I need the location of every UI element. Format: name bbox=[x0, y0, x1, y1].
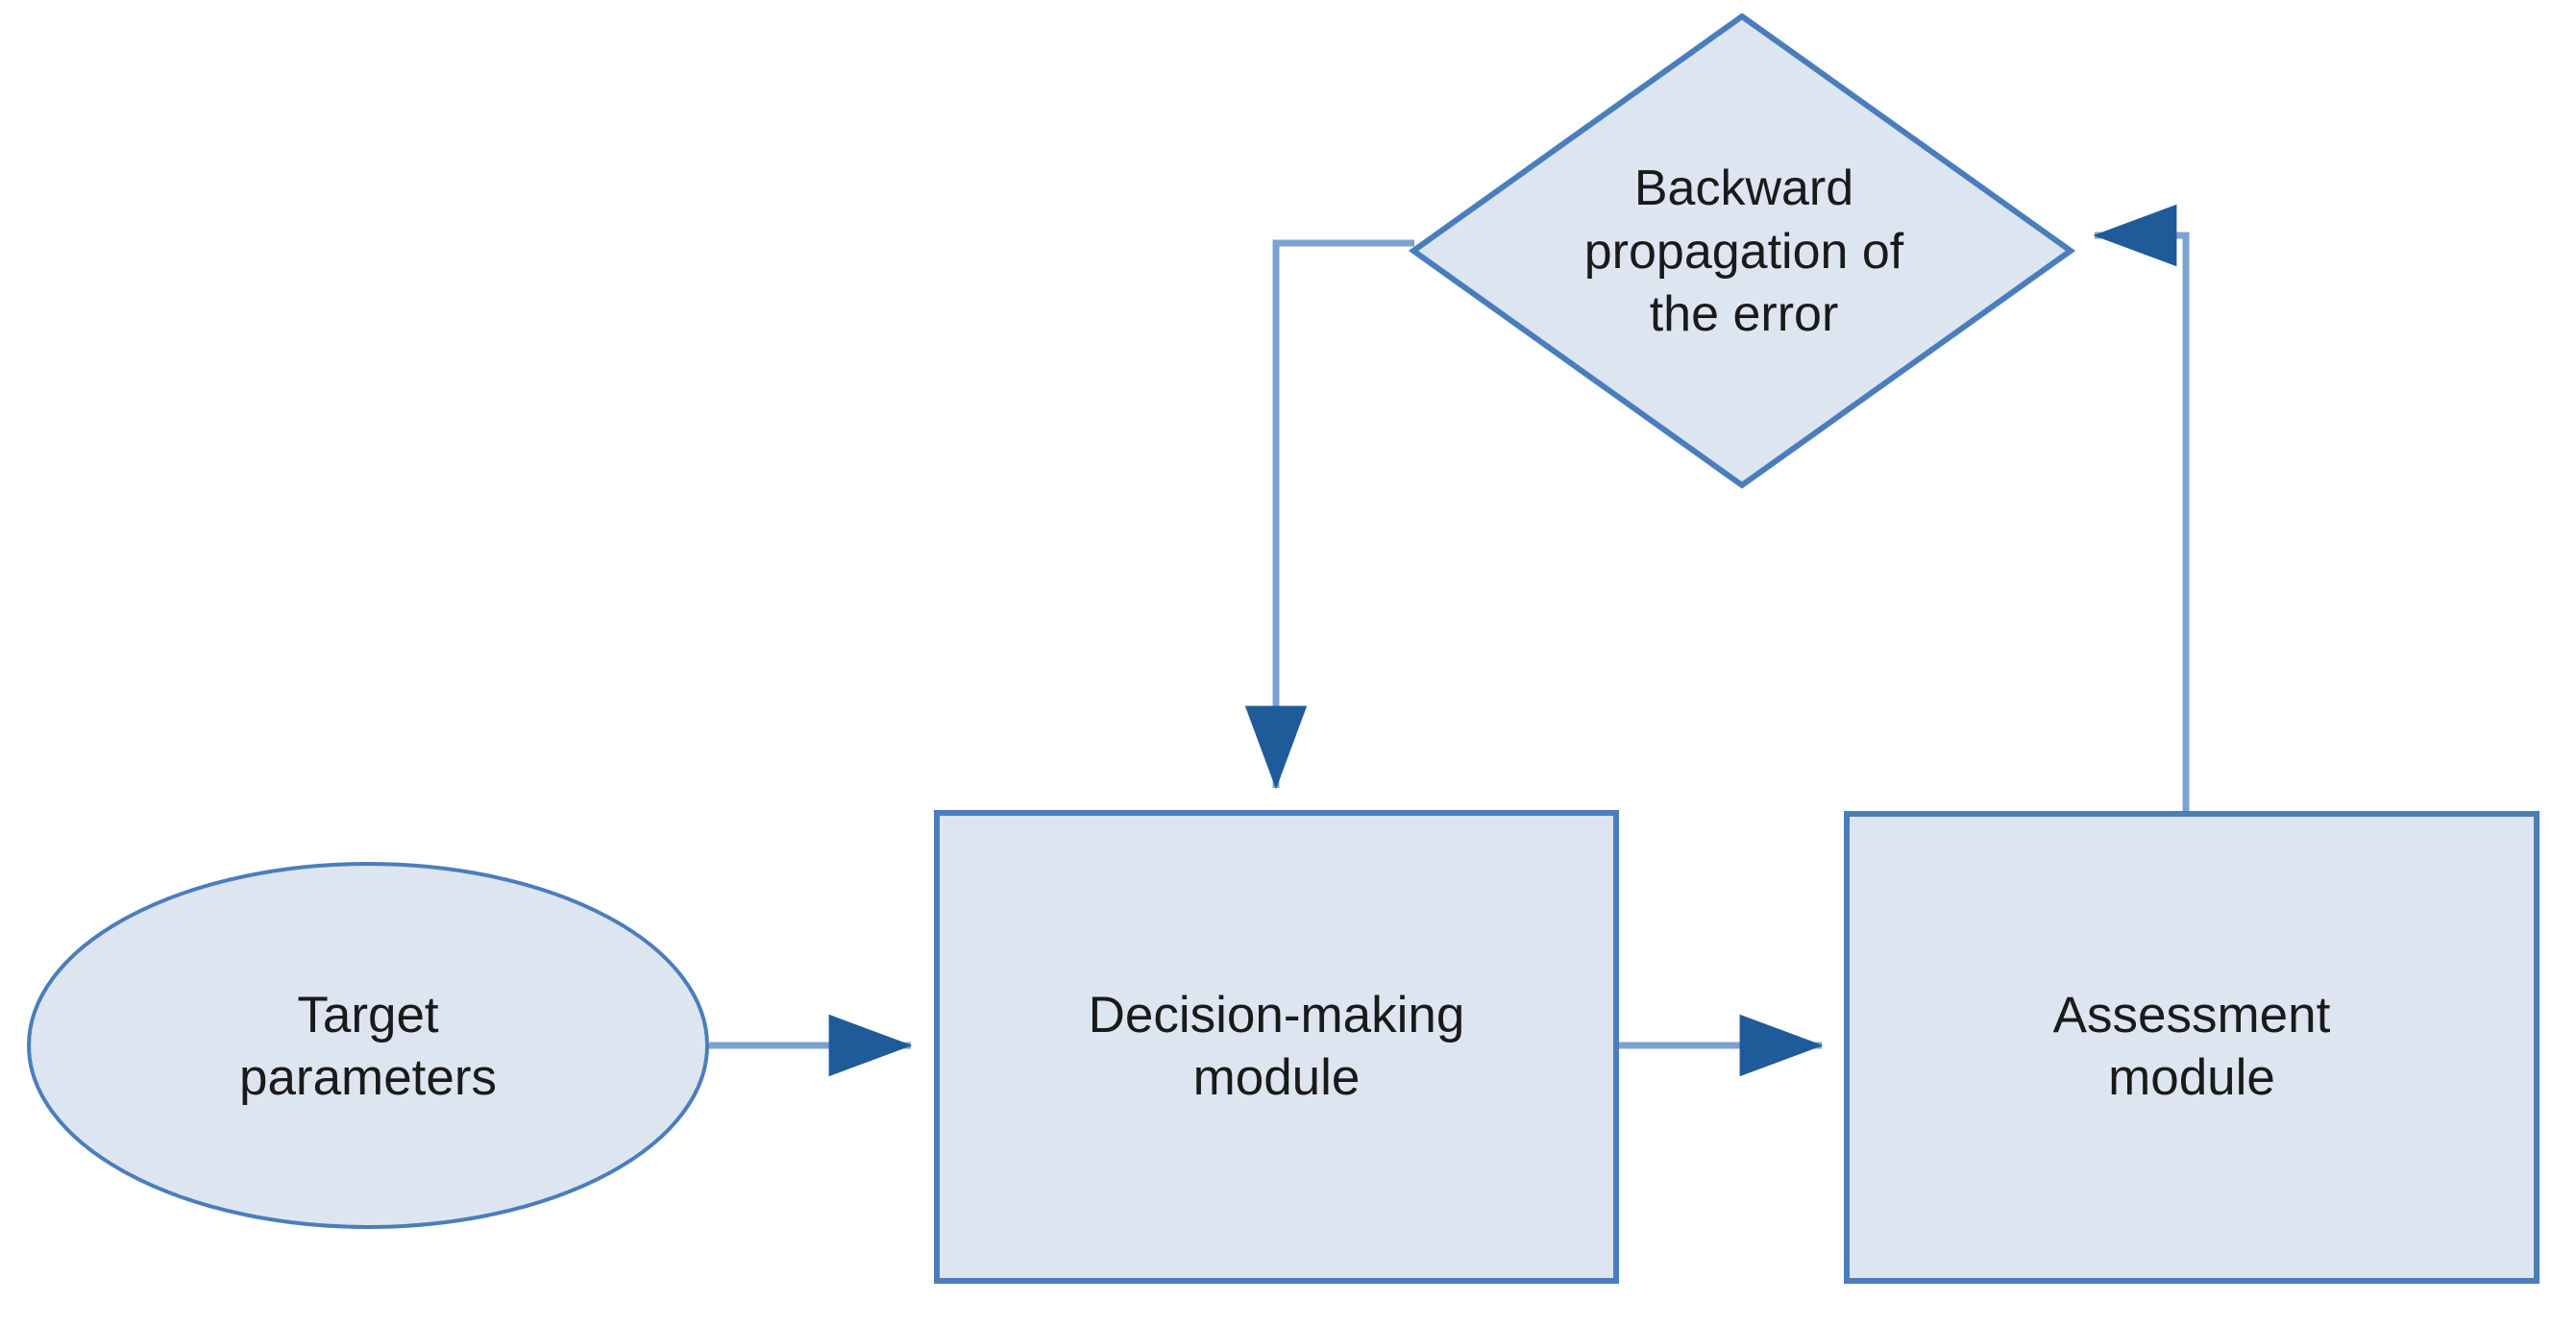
node-target-parameters[interactable] bbox=[27, 862, 709, 1229]
node-assessment-module[interactable] bbox=[1844, 811, 2539, 1284]
edge-backward-to-decision bbox=[1244, 239, 1414, 790]
node-backward-propagation[interactable] bbox=[1408, 12, 2076, 489]
edge-assessment-to-backward bbox=[2093, 204, 2190, 814]
node-decision-making-module[interactable] bbox=[934, 810, 1619, 1284]
